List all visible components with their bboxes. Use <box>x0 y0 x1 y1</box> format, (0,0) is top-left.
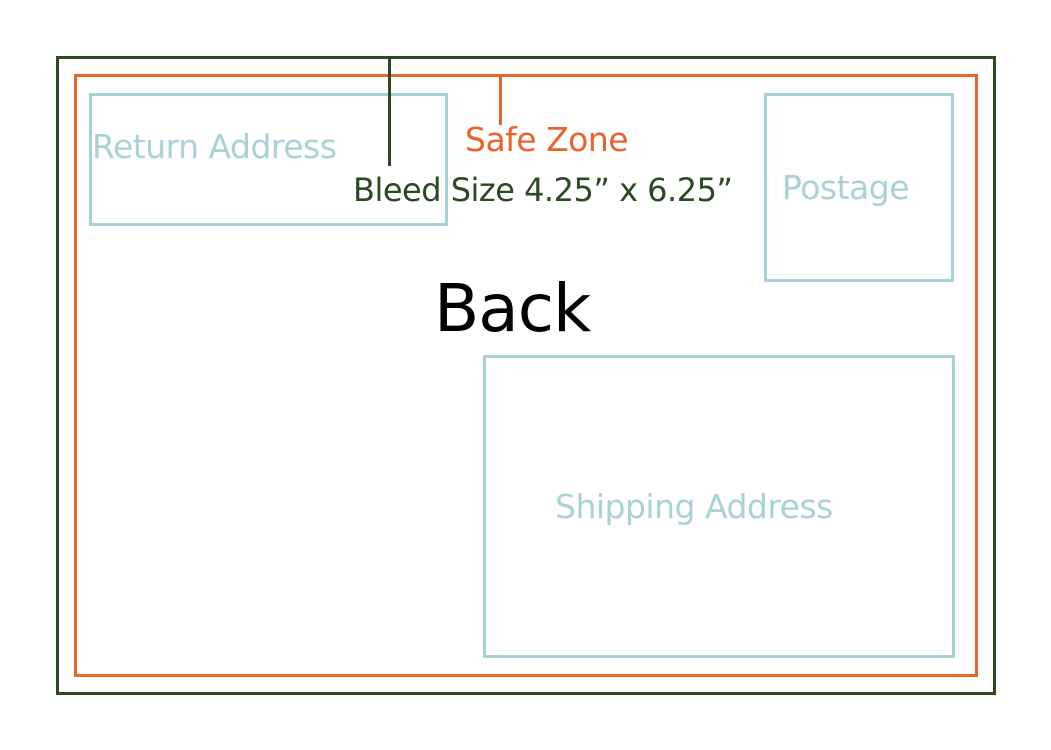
postage-zone <box>764 93 954 282</box>
safe-zone-boundary <box>74 74 978 677</box>
postage-label: Postage <box>782 168 910 207</box>
bleed-callout-line <box>388 57 391 166</box>
shipping-address-zone <box>483 355 955 658</box>
safe-zone-label: Safe Zone <box>465 120 629 159</box>
bleed-boundary <box>56 56 996 695</box>
bleed-size-label: Bleed Size 4.25” x 6.25” <box>353 171 733 209</box>
return-address-zone <box>89 93 448 226</box>
side-title: Back <box>434 270 591 347</box>
safe-zone-callout-line <box>499 75 502 125</box>
shipping-address-label: Shipping Address <box>555 487 833 526</box>
return-address-label: Return Address <box>92 127 337 166</box>
